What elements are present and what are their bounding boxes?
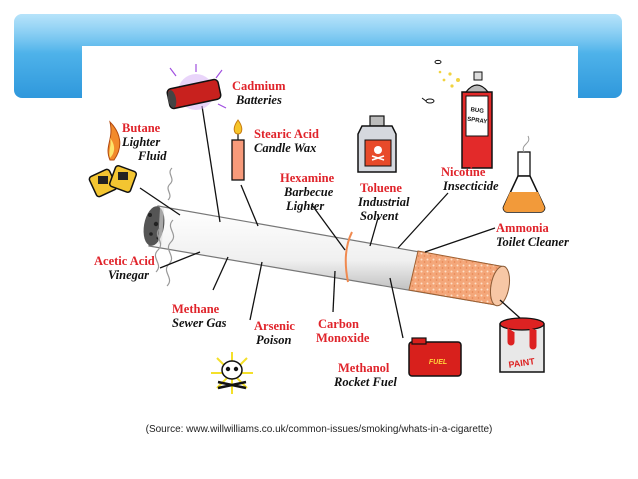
svg-text:Vinegar: Vinegar xyxy=(108,268,149,282)
svg-text:BUG: BUG xyxy=(470,107,484,115)
source-caption: (Source: www.willwilliams.co.uk/common-i… xyxy=(145,424,493,435)
svg-text:Methanol: Methanol xyxy=(338,361,390,375)
flask-icon xyxy=(502,135,546,213)
label-toluene-desc2: Solvent xyxy=(360,209,399,223)
svg-text:Industrial: Industrial xyxy=(357,195,410,209)
battery-icon xyxy=(166,64,227,110)
svg-text:Barbecue: Barbecue xyxy=(283,185,334,199)
labels: Butane Lighter Fluid Cadmium Batteries S… xyxy=(94,79,569,389)
label-butane: Butane xyxy=(122,121,161,135)
svg-text:Batteries: Batteries xyxy=(235,93,282,107)
label-carbon-desc: Monoxide xyxy=(316,331,370,345)
svg-text:Acetic Acid: Acetic Acid xyxy=(94,254,155,268)
label-nicotine-desc: Insecticide xyxy=(442,179,499,193)
label-cadmium-desc: Batteries xyxy=(235,93,282,107)
skull-icon xyxy=(211,352,253,394)
lighter-icon xyxy=(88,120,138,198)
label-ammonia: Ammonia xyxy=(496,221,550,235)
label-acetic-desc: Vinegar xyxy=(108,268,149,282)
label-toluene: Toluene xyxy=(360,181,402,195)
label-ammonia-desc: Toilet Cleaner xyxy=(496,235,569,249)
label-toluene-desc1: Industrial xyxy=(357,195,410,209)
label-butane-desc2: Fluid xyxy=(137,149,167,163)
svg-text:Fluid: Fluid xyxy=(137,149,167,163)
svg-text:Nicotine: Nicotine xyxy=(441,165,486,179)
leader-lines xyxy=(139,105,521,339)
label-hexamine-desc2: Lighter xyxy=(285,199,324,213)
svg-text:Toluene: Toluene xyxy=(360,181,402,195)
svg-text:Carbon: Carbon xyxy=(318,317,359,331)
svg-text:Solvent: Solvent xyxy=(360,209,399,223)
svg-text:Methane: Methane xyxy=(172,302,220,316)
label-arsenic: Arsenic xyxy=(254,319,295,333)
label-methane: Methane xyxy=(172,302,220,316)
label-butane-desc1: Lighter xyxy=(121,135,160,149)
svg-text:Stearic Acid: Stearic Acid xyxy=(254,127,319,141)
svg-text:Lighter: Lighter xyxy=(121,135,160,149)
svg-text:Hexamine: Hexamine xyxy=(280,171,335,185)
cigarette xyxy=(143,205,511,307)
paint-can-icon: PAINT xyxy=(499,317,545,373)
svg-text:Rocket Fuel: Rocket Fuel xyxy=(333,375,397,389)
label-carbon: Carbon xyxy=(318,317,359,331)
solvent-can-icon xyxy=(357,115,397,173)
svg-text:Sewer Gas: Sewer Gas xyxy=(172,316,227,330)
bug-spray-icon: BUG SPRAY xyxy=(421,59,493,169)
candle-icon xyxy=(231,119,245,181)
label-nicotine: Nicotine xyxy=(441,165,486,179)
label-hexamine: Hexamine xyxy=(280,171,335,185)
svg-text:Insecticide: Insecticide xyxy=(442,179,499,193)
svg-text:Monoxide: Monoxide xyxy=(316,331,370,345)
label-cadmium: Cadmium xyxy=(232,79,286,93)
fuel-can-icon: FUEL xyxy=(408,337,462,377)
svg-text:Lighter: Lighter xyxy=(285,199,324,213)
label-stearic: Stearic Acid xyxy=(254,127,319,141)
label-stearic-desc: Candle Wax xyxy=(254,141,316,155)
svg-text:Cadmium: Cadmium xyxy=(232,79,286,93)
label-methane-desc: Sewer Gas xyxy=(172,316,227,330)
smoke xyxy=(154,167,175,287)
label-methanol: Methanol xyxy=(338,361,390,375)
svg-text:Arsenic: Arsenic xyxy=(254,319,295,333)
paint-can-text: PAINT xyxy=(508,356,536,370)
label-acetic: Acetic Acid xyxy=(94,254,155,268)
svg-text:Candle Wax: Candle Wax xyxy=(254,141,316,155)
label-hexamine-desc1: Barbecue xyxy=(283,185,334,199)
svg-text:Toilet Cleaner: Toilet Cleaner xyxy=(496,235,569,249)
svg-text:Poison: Poison xyxy=(256,333,291,347)
label-methanol-desc: Rocket Fuel xyxy=(333,375,397,389)
label-arsenic-desc: Poison xyxy=(256,333,291,347)
svg-text:Ammonia: Ammonia xyxy=(496,221,550,235)
fuel-can-text: FUEL xyxy=(429,359,447,366)
svg-text:SPRAY: SPRAY xyxy=(467,117,488,126)
